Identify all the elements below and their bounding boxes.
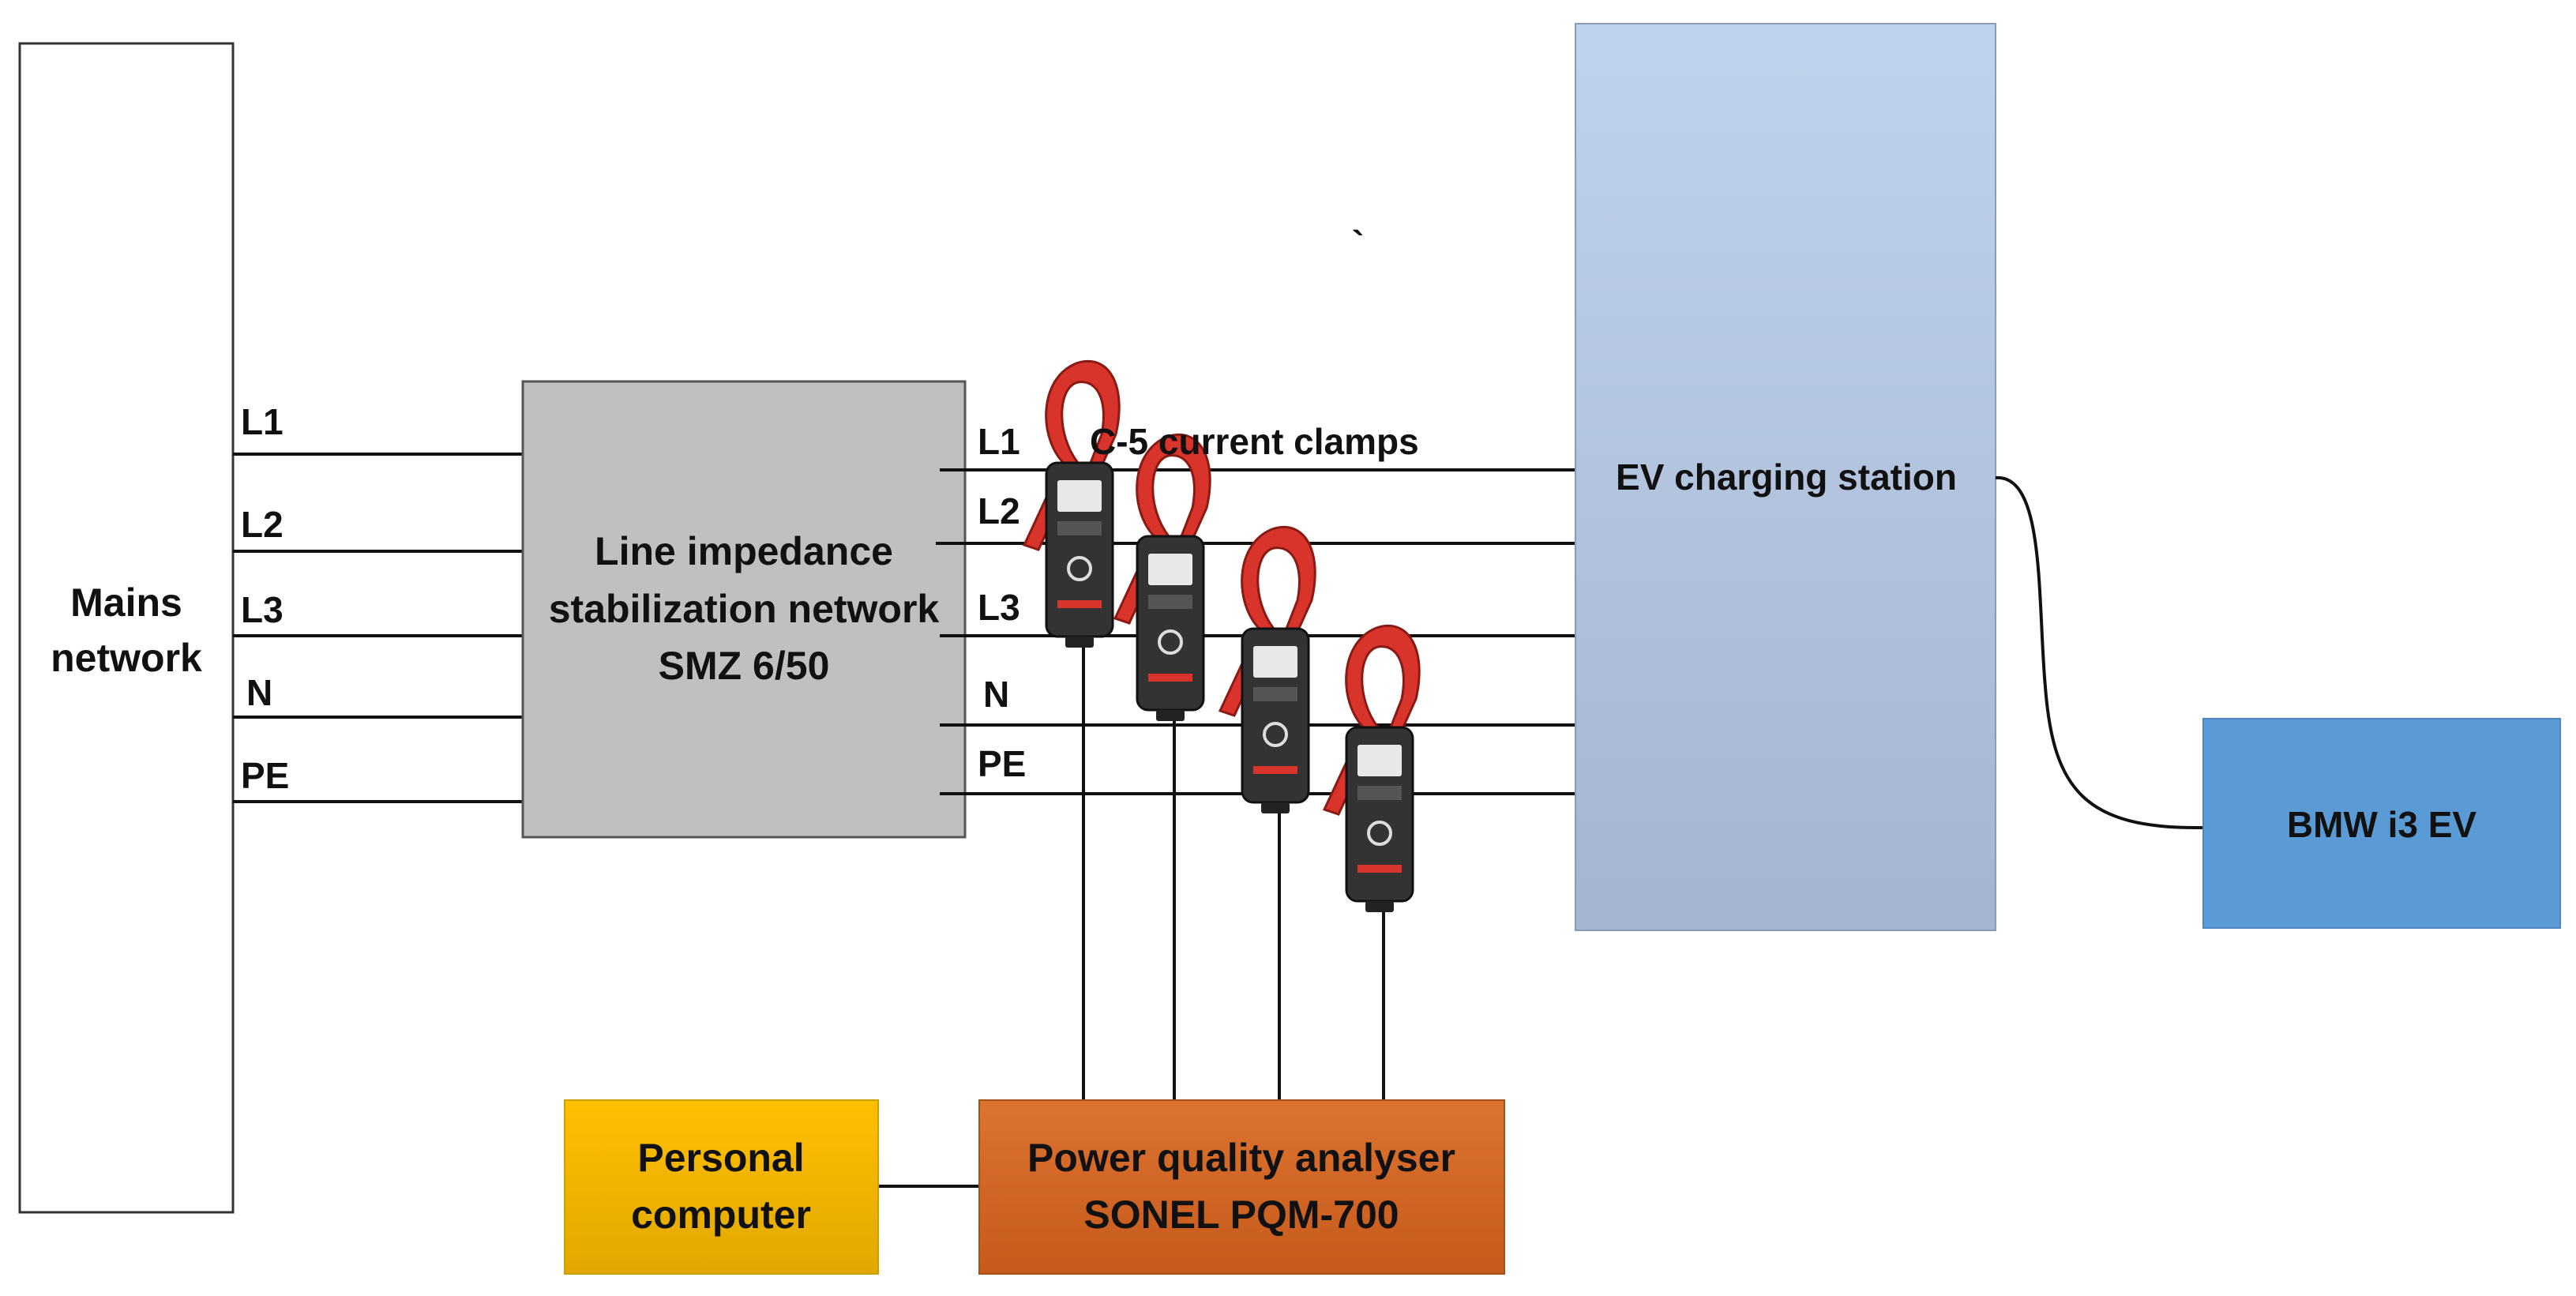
output-label-n: N	[983, 674, 1009, 715]
output-label-l1: L1	[978, 421, 1020, 462]
clamp-cables	[1082, 640, 1385, 1102]
current-clamp-icon	[1323, 624, 1421, 914]
pc-label-line2: computer	[631, 1193, 811, 1237]
lisn-box	[521, 380, 967, 839]
current-clamp-icon	[1023, 359, 1121, 649]
input-label-l2: L2	[241, 504, 284, 545]
output-label-pe: PE	[978, 743, 1026, 784]
input-label-n: N	[246, 672, 272, 713]
clamps-label: C-5 current clamps	[1090, 421, 1419, 462]
charging-cable	[1995, 475, 2204, 830]
ev-charging-station-box	[1575, 23, 1996, 931]
ev-charging-station-label: EV charging station	[1616, 456, 1957, 498]
mains-label-line1: Mains	[70, 580, 182, 625]
analyser-label-line2: SONEL PQM-700	[1083, 1193, 1399, 1237]
power-quality-analyser-box	[978, 1099, 1505, 1275]
output-label-l3: L3	[978, 587, 1020, 628]
input-label-pe: PE	[241, 755, 289, 796]
input-wires	[233, 453, 545, 803]
lisn-label-line3: SMZ 6/50	[659, 644, 830, 688]
stray-mark: `	[1352, 224, 1364, 265]
current-clamp-icon	[1113, 433, 1212, 723]
input-label-l3: L3	[241, 589, 284, 630]
output-label-l2: L2	[978, 490, 1020, 532]
mains-network-box	[18, 42, 235, 1214]
personal-computer-box	[564, 1099, 879, 1275]
pc-label-line1: Personal	[637, 1136, 804, 1180]
ev-label: BMW i3 EV	[2287, 804, 2477, 845]
mains-label-line2: network	[51, 636, 202, 680]
current-clamp-icon	[1219, 525, 1317, 815]
lisn-label-line1: Line impedance	[595, 529, 893, 573]
lisn-label-line2: stabilization network	[549, 587, 940, 631]
ev-box	[2202, 718, 2561, 929]
input-label-l1: L1	[241, 401, 284, 442]
analyser-label-line1: Power quality analyser	[1027, 1136, 1455, 1180]
